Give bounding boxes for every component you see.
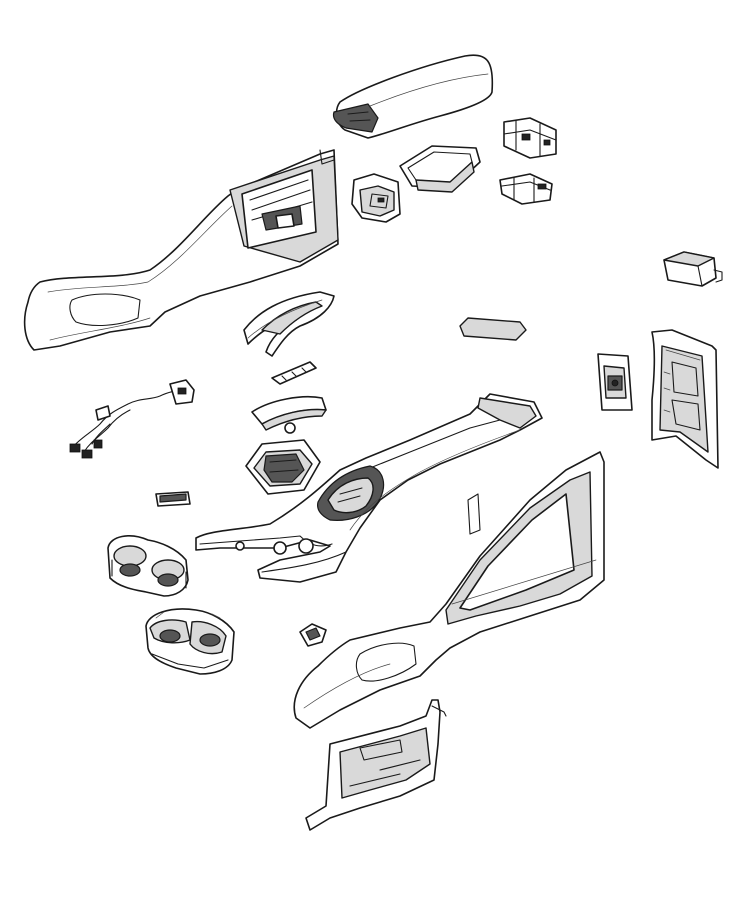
bezel-icon[interactable] [243, 291, 335, 357]
bracket-icon[interactable] [503, 117, 557, 159]
pad-icon[interactable] [459, 317, 527, 341]
bezel-icon[interactable] [155, 491, 191, 507]
charging-pad-icon[interactable] [597, 353, 633, 411]
tray-icon[interactable] [399, 145, 481, 193]
bin-icon[interactable] [351, 173, 401, 223]
cover-icon[interactable] [251, 395, 327, 431]
console-base-icon[interactable] [195, 393, 543, 583]
bracket-icon[interactable] [305, 699, 447, 831]
harness-icon[interactable] [69, 379, 195, 459]
cupholder-icon[interactable] [145, 608, 235, 675]
switch-icon[interactable] [271, 361, 317, 385]
armrest-lid-icon[interactable] [332, 54, 494, 139]
module-icon[interactable] [663, 251, 723, 287]
bracket-icon[interactable] [499, 173, 553, 205]
cupholder-icon[interactable] [107, 535, 189, 597]
side-panel-icon[interactable] [23, 149, 339, 351]
fastener-icon[interactable] [299, 623, 327, 647]
side-panel-icon[interactable] [293, 451, 605, 729]
switch-bezel-icon[interactable] [245, 422, 321, 495]
rear-bezel-icon[interactable] [651, 329, 719, 469]
